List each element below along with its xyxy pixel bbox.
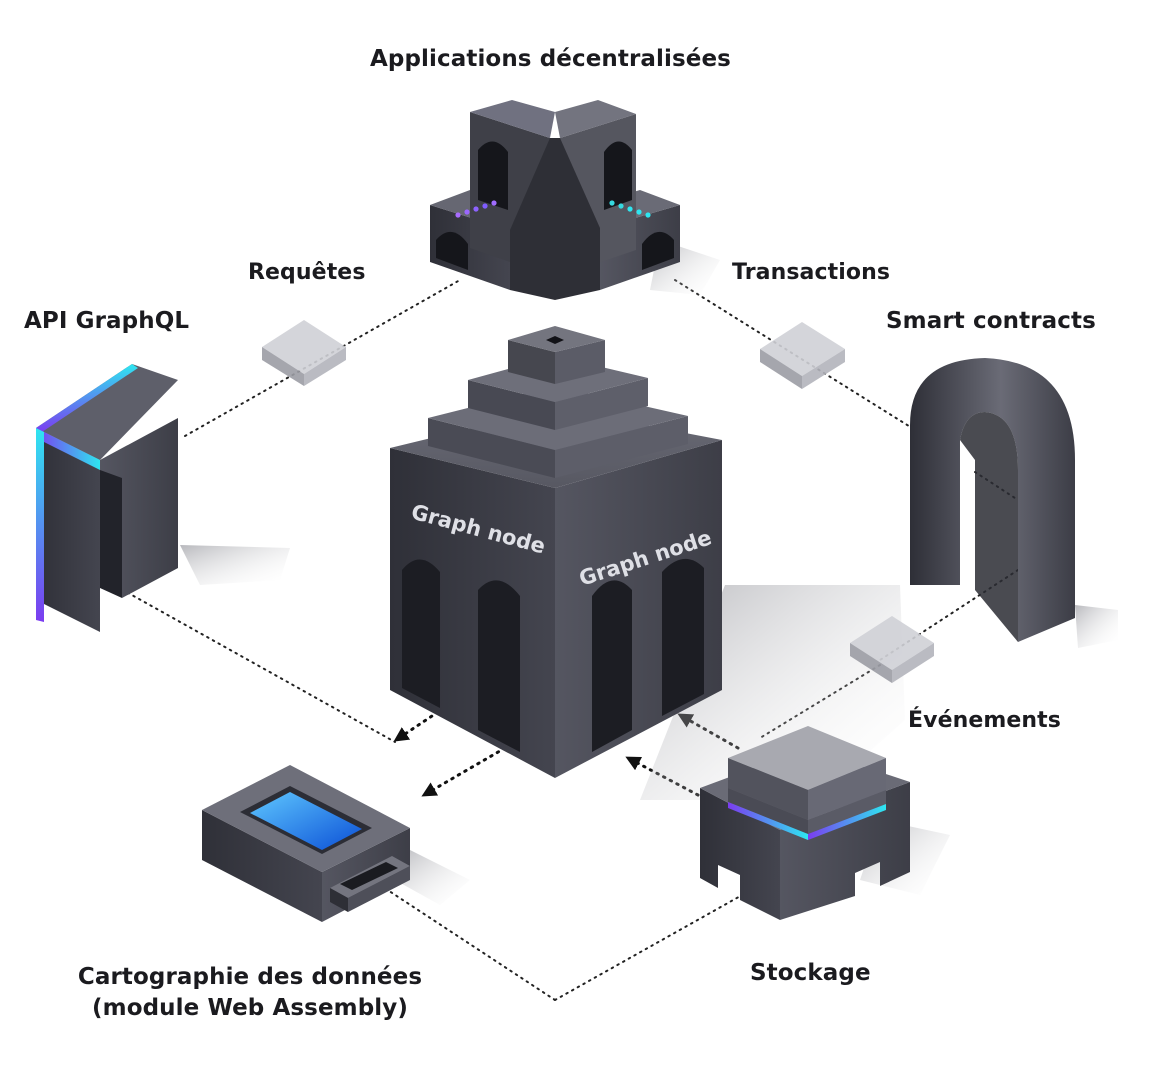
label-smart-contracts: Smart contracts xyxy=(886,308,1096,334)
label-graphql-api: API GraphQL xyxy=(24,308,190,334)
storage-block xyxy=(700,726,910,920)
label-data-mapping-line1: Cartographie des données xyxy=(77,964,423,990)
label-queries: Requêtes xyxy=(248,260,366,285)
glass-cube-transactions xyxy=(760,322,845,389)
label-events: Événements xyxy=(908,708,1061,733)
wasm-mapping-block xyxy=(202,765,410,922)
glass-cube-events xyxy=(850,616,934,683)
smart-contracts-arch xyxy=(910,358,1075,642)
label-transactions: Transactions xyxy=(732,260,891,285)
graph-node-tower: Graph node Graph node xyxy=(390,326,722,778)
graphql-api-portal xyxy=(36,364,178,632)
tower-top-hole xyxy=(546,336,564,344)
label-data-mapping: Cartographie des données (module Web Ass… xyxy=(60,962,440,1024)
dapps-block xyxy=(430,100,680,300)
label-data-mapping-line2: (module Web Assembly) xyxy=(92,995,408,1021)
glass-cube-queries xyxy=(262,320,346,386)
label-storage: Stockage xyxy=(750,960,871,986)
dapps-lights xyxy=(455,200,651,218)
label-dapps: Applications décentralisées xyxy=(370,46,731,72)
